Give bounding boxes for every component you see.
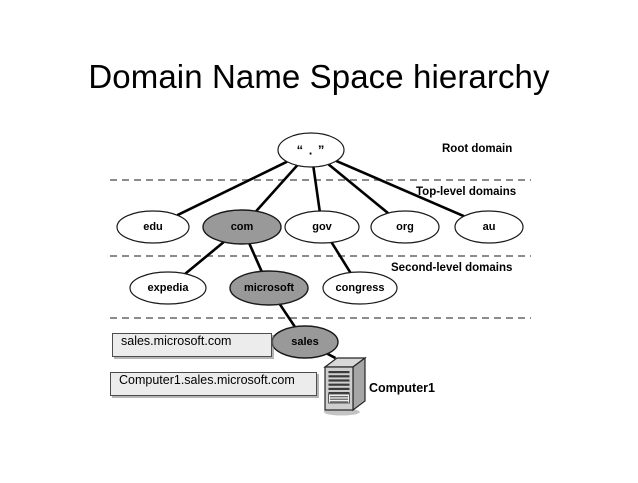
edge-com-to-microsoft bbox=[248, 243, 263, 272]
node-sales[interactable] bbox=[271, 325, 339, 359]
host-label-computer1: Computer1 bbox=[369, 381, 435, 395]
tree-edges bbox=[176, 159, 465, 360]
edge-com-to-expedia bbox=[184, 241, 225, 275]
computer-tower-icon bbox=[323, 356, 367, 416]
edge-root-to-org bbox=[327, 163, 389, 215]
edge-root-to-gov bbox=[312, 166, 322, 212]
node-com[interactable] bbox=[202, 209, 282, 245]
tier-separators bbox=[110, 179, 531, 319]
node-microsoft[interactable] bbox=[229, 270, 309, 306]
edge-root-to-edu bbox=[176, 160, 288, 217]
callout-fqdn-computer1: Computer1.sales.microsoft.com bbox=[110, 372, 317, 396]
tier-label-root-tier: Root domain bbox=[442, 143, 513, 155]
node-root[interactable] bbox=[277, 132, 345, 168]
node-au[interactable] bbox=[454, 210, 524, 244]
edge-root-to-au bbox=[335, 159, 465, 218]
node-edu[interactable] bbox=[116, 210, 190, 244]
tier-label-second-level-tier: Second-level domains bbox=[391, 262, 513, 274]
tier-label-top-level-tier: Top-level domains bbox=[416, 186, 517, 198]
edge-gov-to-congress bbox=[330, 241, 352, 274]
page-title: Domain Name Space hierarchy bbox=[88, 58, 550, 96]
edge-sales-to-computer1 bbox=[326, 352, 337, 360]
node-expedia[interactable] bbox=[129, 271, 207, 305]
node-gov[interactable] bbox=[284, 210, 360, 244]
node-org[interactable] bbox=[370, 210, 440, 244]
callout-fqdn-sales: sales.microsoft.com bbox=[112, 333, 272, 357]
tree-nodes bbox=[116, 132, 524, 359]
node-congress[interactable] bbox=[322, 271, 398, 305]
edge-root-to-com bbox=[255, 164, 299, 213]
edge-microsoft-to-sales bbox=[278, 303, 296, 328]
